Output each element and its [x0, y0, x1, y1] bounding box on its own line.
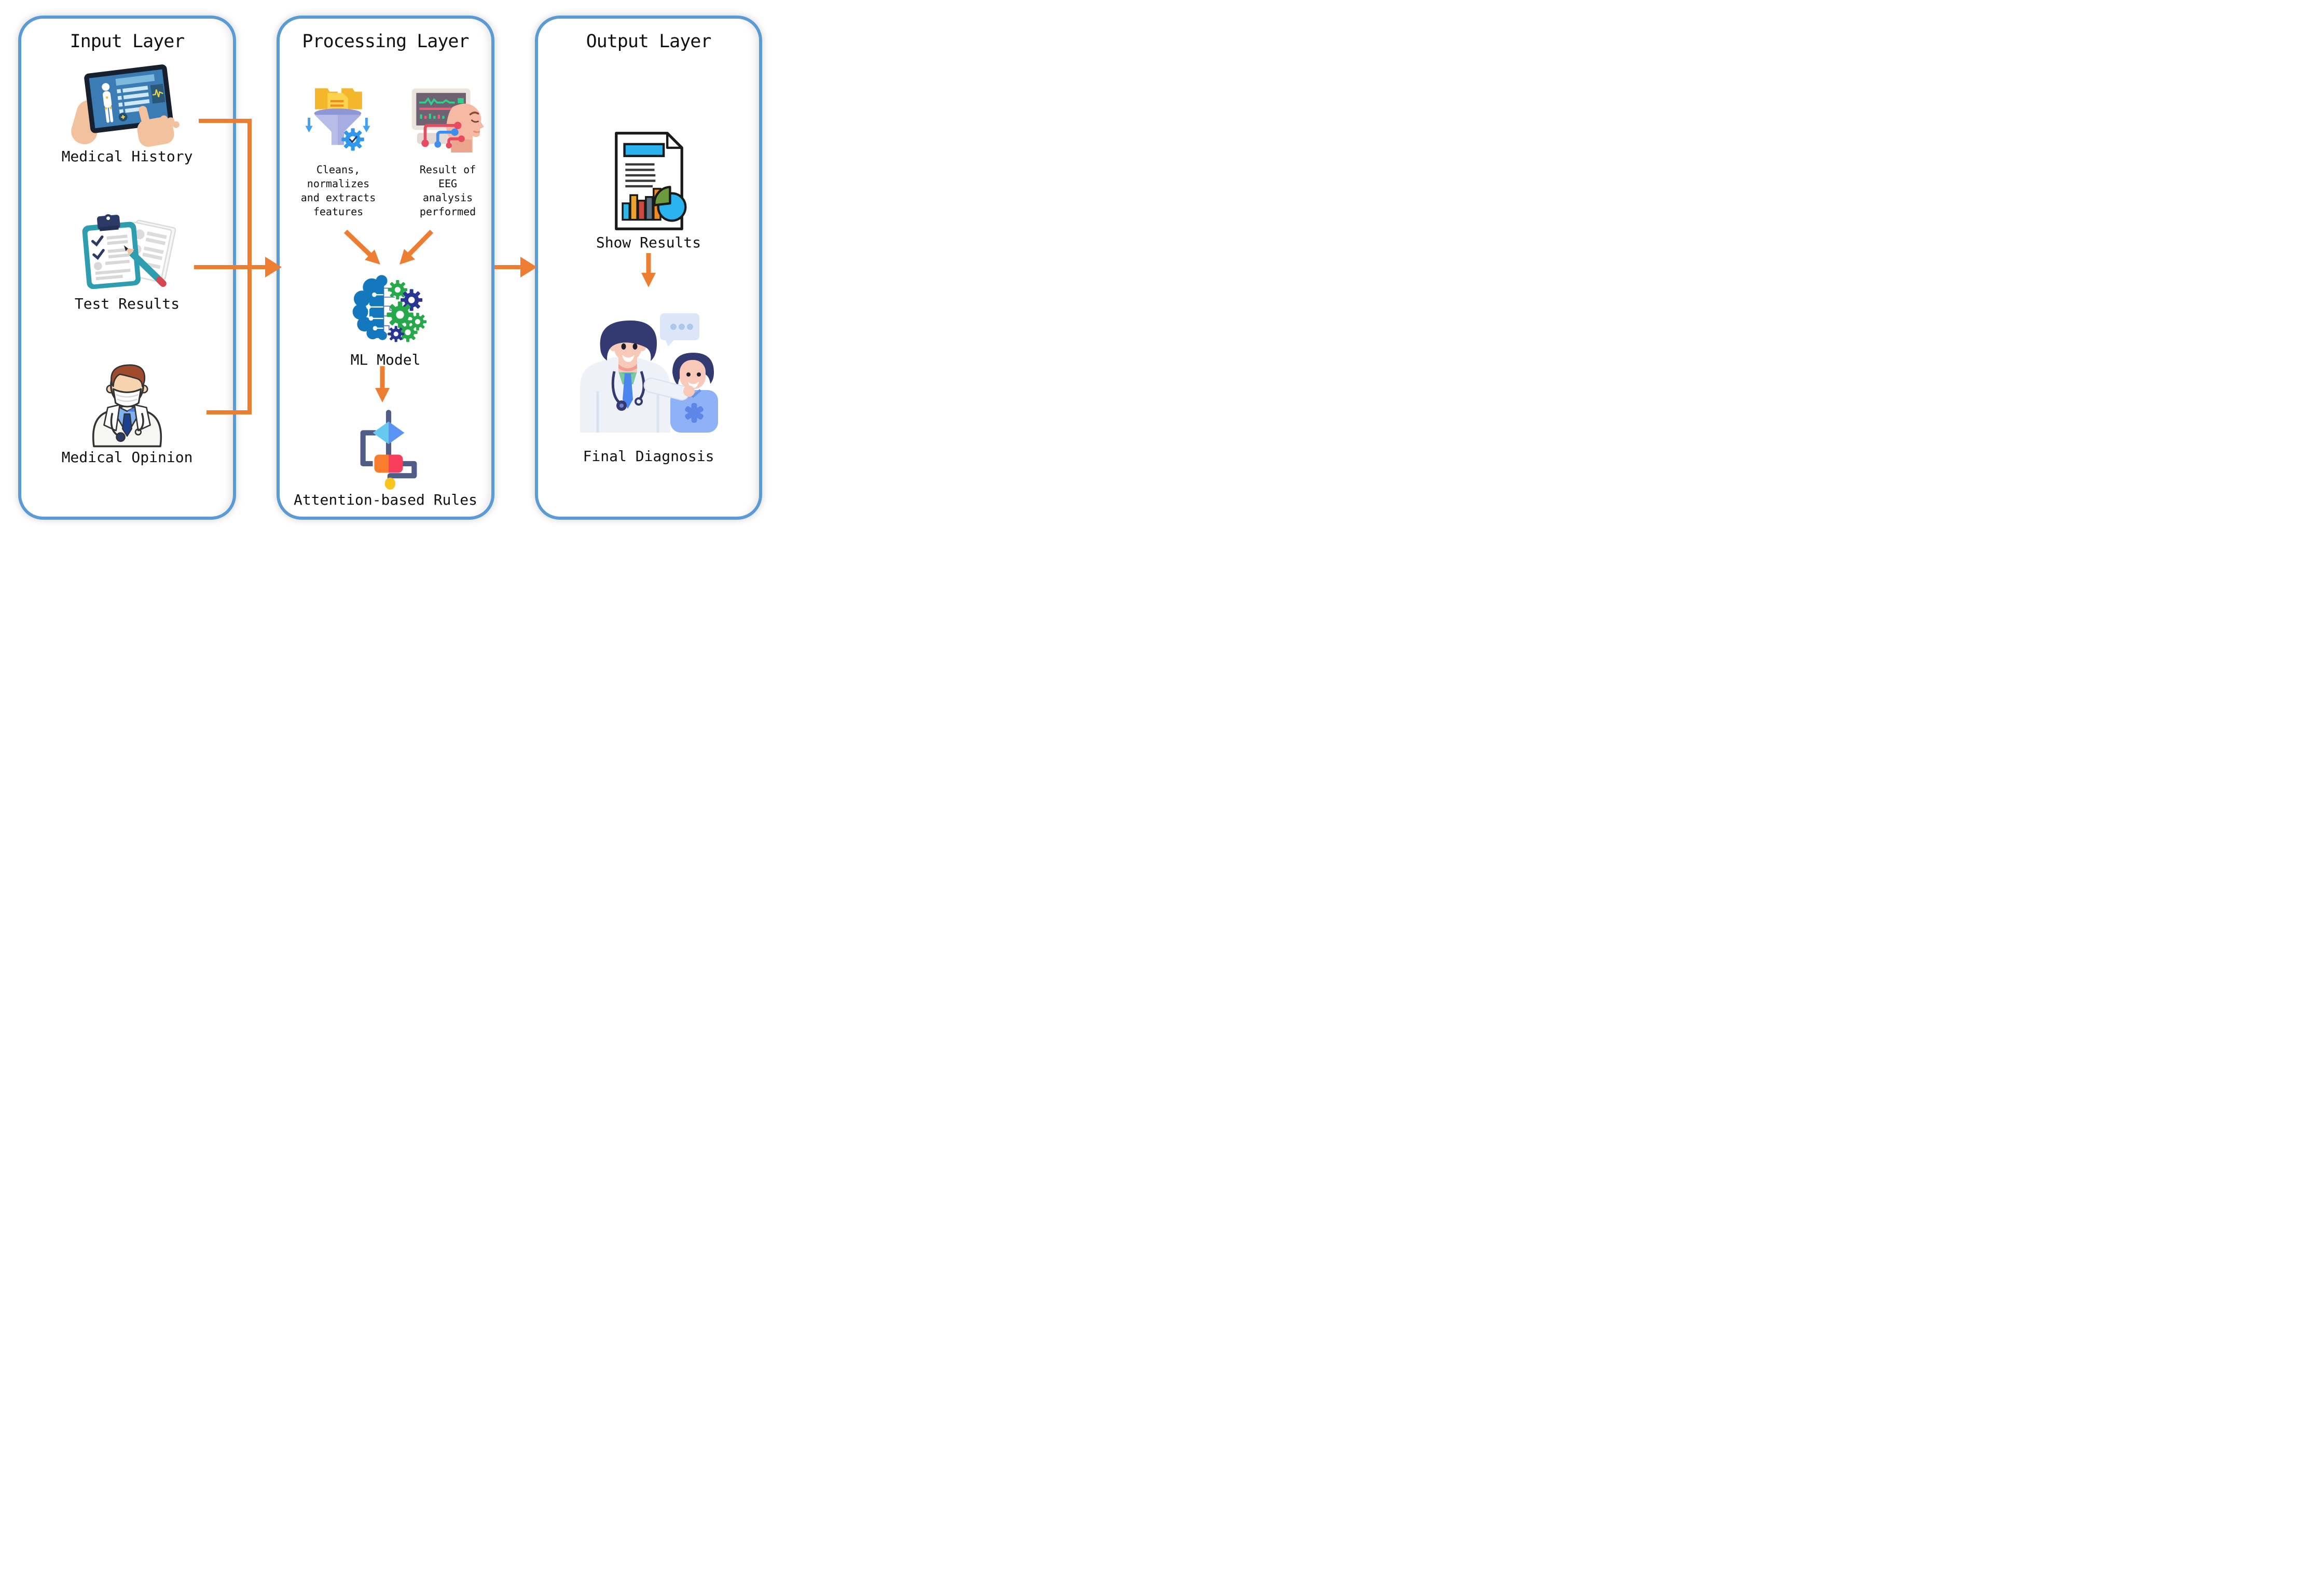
flowchart-rules-icon — [349, 409, 428, 490]
input-layer-panel: Input Layer — [18, 16, 236, 520]
doctor-patient-icon — [571, 300, 726, 441]
final-diagnosis-label: Final Diagnosis — [583, 448, 714, 465]
eeg-monitor-head-icon — [404, 84, 491, 152]
processing-layer-title: Processing Layer — [302, 31, 469, 52]
funnel-filter-icon — [297, 81, 378, 155]
show-results-label: Show Results — [596, 234, 701, 251]
processing-to-output-arrow — [494, 257, 537, 277]
eeg-caption: Result of EEG analysis performed — [419, 163, 476, 218]
input-item-label-medical-opinion: Medical Opinion — [61, 449, 193, 466]
diagram-canvas: Input Layer — [0, 0, 772, 532]
ml-model-label: ML Model — [350, 351, 421, 368]
input-layer-title: Input Layer — [70, 31, 185, 52]
brain-gears-icon — [345, 272, 432, 343]
input-item-label-medical-history: Medical History — [61, 148, 193, 165]
preprocessing-caption: Cleans, normalizes and extracts features — [300, 163, 376, 218]
clipboard-checklist-icon — [66, 212, 188, 293]
attention-rules-label: Attention-based Rules — [293, 491, 477, 508]
report-chart-icon — [602, 129, 696, 233]
output-layer-title: Output Layer — [586, 31, 712, 52]
doctor-mask-icon — [78, 356, 176, 448]
tablet-medical-record-icon — [65, 61, 189, 148]
input-item-label-test-results: Test Results — [74, 295, 180, 312]
output-layer-panel: Output Layer — [535, 16, 762, 520]
processing-layer-panel: Processing Layer — [277, 16, 494, 520]
